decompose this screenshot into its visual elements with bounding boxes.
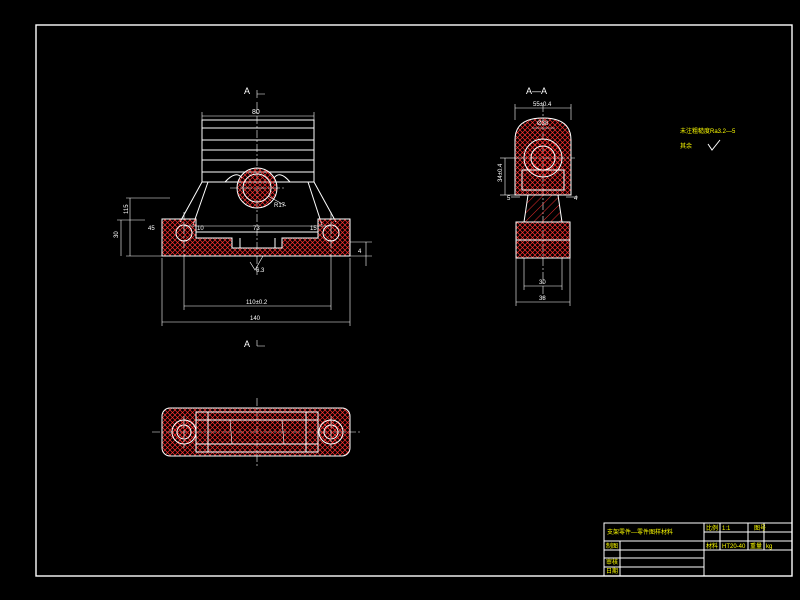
dim-30: 30 (539, 280, 546, 286)
section-mark-top: A (244, 86, 250, 96)
roughness-notes: 未注粗糙度Ra3.2—5 其余 (680, 127, 736, 151)
tb-scale-value: 1:1 (722, 526, 731, 532)
dim-140: 140 (250, 316, 261, 322)
tb-date: 日期 (606, 567, 618, 575)
roughness-note: 未注粗糙度Ra3.2—5 (680, 127, 736, 135)
dim-10: 10 (197, 226, 204, 232)
other-label: 其余 (680, 142, 692, 150)
top-view (152, 398, 360, 466)
tb-material: 材料 (706, 542, 718, 550)
tb-drawing-no: 图号 (754, 525, 766, 532)
dim-30-left: 30 (114, 231, 120, 238)
dim-38-hole: Ø38 (537, 121, 549, 127)
section-label: A—A (526, 86, 547, 96)
tb-material-value: HT20-40 (722, 544, 746, 550)
dim-5: 5 (507, 196, 511, 202)
title-block: 支架零件—零件图样材料 比例 1:1 图号 制图 审核 日期 材料 HT20-4… (603, 522, 793, 577)
drawing-frame (35, 24, 793, 577)
tb-scale-label: 比例 (706, 524, 718, 532)
dim-4-right: 4 (358, 249, 362, 255)
section-mark-bottom: A (244, 339, 250, 349)
dim-38: 38 (539, 296, 546, 302)
dim-80: 80 (252, 109, 260, 116)
roughness-6.3: 6.3 (256, 268, 265, 274)
dim-45: 45 (148, 226, 155, 232)
dim-110: 110±0.2 (246, 300, 268, 306)
tb-part-name: 支架零件—零件图样材料 (607, 528, 673, 536)
dim-55: 55±0.4 (533, 102, 552, 108)
tb-weight-value: kg (766, 544, 772, 550)
tb-weight: 重量 (750, 542, 762, 550)
section-view: A—A 55±0.4 Ø38 34±0.4 5 4 30 (498, 86, 578, 306)
dim-73: 73 (253, 226, 260, 232)
dim-4: 4 (574, 196, 578, 202)
tb-checked: 审核 (606, 558, 618, 566)
tb-drawn: 制图 (606, 542, 618, 550)
dim-15: 15 (310, 226, 317, 232)
front-view: 80 R17 115 30 45 10 73 15 4 6.3 110±0.2 (114, 86, 372, 349)
dim-34: 34±0.4 (498, 163, 504, 182)
dim-115: 115 (124, 204, 130, 214)
dim-r17: R17 (274, 203, 286, 209)
